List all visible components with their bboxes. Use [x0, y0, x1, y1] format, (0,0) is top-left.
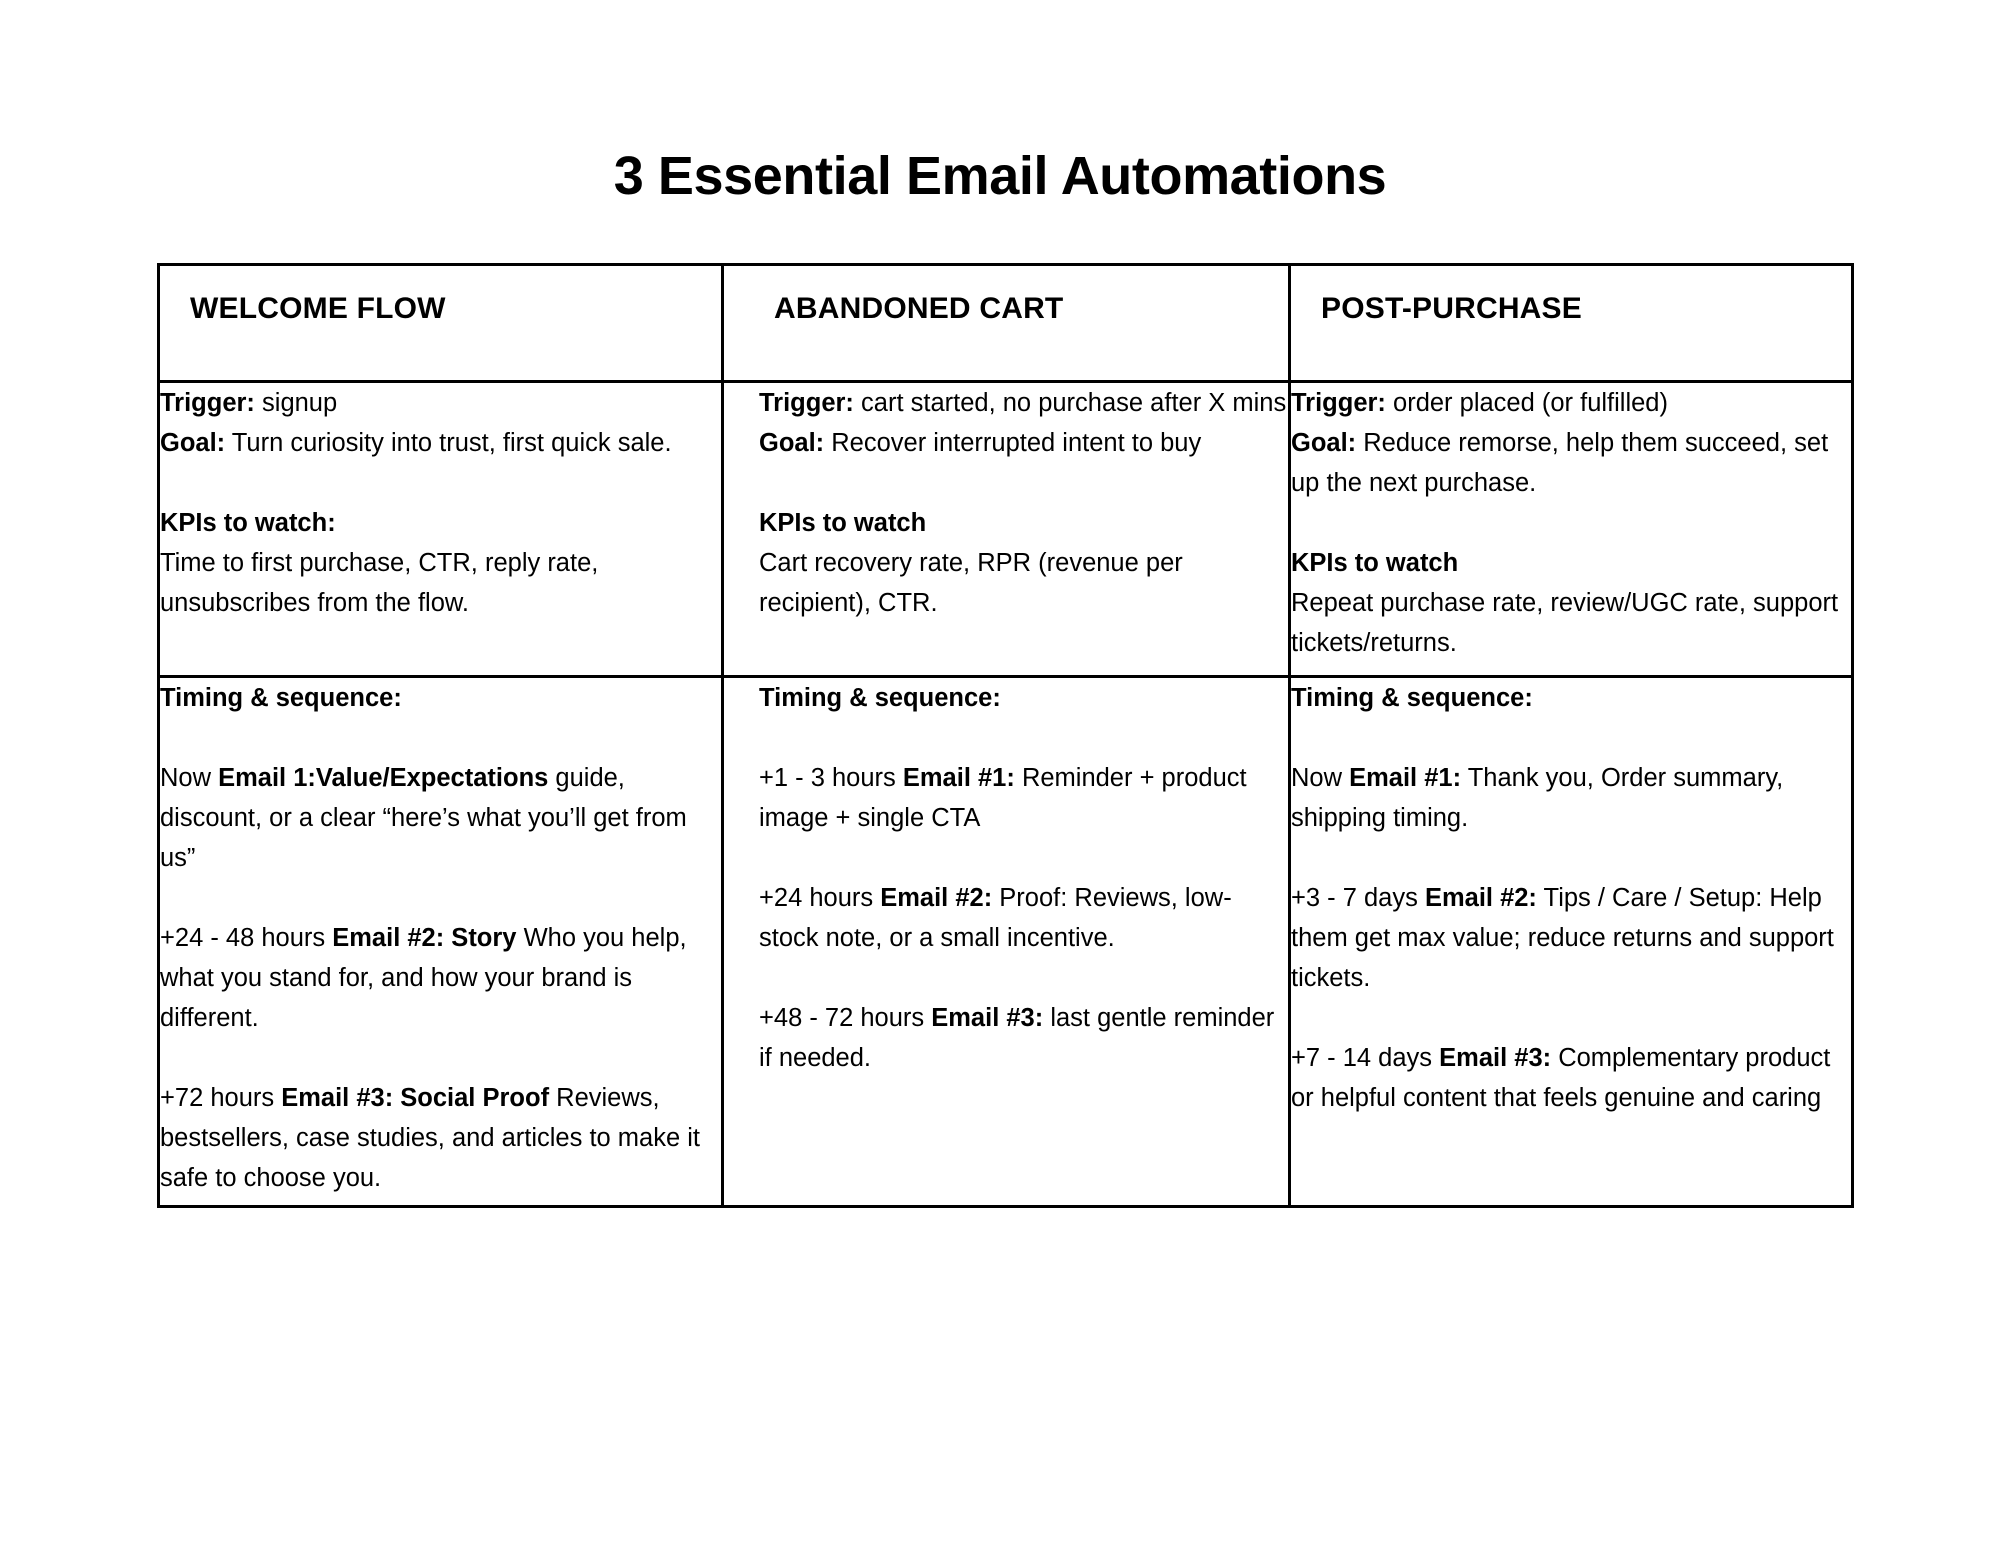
kpi-text: Time to first purchase, CTR, reply rate,… — [160, 549, 599, 617]
timing-step: +3 - 7 days Email #2: Tips / Care / Setu… — [1291, 878, 1851, 998]
timing-heading: Timing & sequence: — [160, 678, 721, 718]
bold-run: Email #1: — [1349, 764, 1462, 792]
text-run: Thank you, Order summary, shipping timin… — [1291, 764, 1784, 832]
text-run: Recover interrupted intent to buy — [824, 429, 1202, 457]
timing-heading: Timing & sequence: — [759, 678, 1288, 718]
timing-heading-text: Timing & sequence: — [759, 684, 1001, 712]
kpi-heading: KPIs to watch — [759, 503, 1288, 543]
bold-run: Trigger: — [1291, 389, 1386, 417]
text-run: +7 - 14 days — [1291, 1044, 1440, 1072]
timing-steps: Now Email 1:Value/Expectations guide, di… — [160, 758, 721, 1198]
text-run: Proof: Reviews, low-stock note, or a sma… — [759, 884, 1232, 952]
timing-cell-post-purchase: Timing & sequence: Now Email #1: Thank y… — [1288, 675, 1854, 1208]
text-line: Trigger: signup — [160, 383, 721, 423]
bold-run: Goal: — [759, 429, 825, 457]
bold-run: Goal: — [160, 429, 226, 457]
text-run: Tips / Care / Setup: Help them get max v… — [1291, 884, 1834, 992]
timing-heading-text: Timing & sequence: — [1291, 684, 1533, 712]
bold-run: Goal: — [1291, 429, 1357, 457]
timing-step: +72 hours Email #3: Social Proof Reviews… — [160, 1078, 721, 1198]
column-header-label: ABANDONED CART — [774, 292, 1064, 325]
text-line: Goal: Turn curiosity into trust, first q… — [160, 423, 721, 463]
text-run: Turn curiosity into trust, first quick s… — [225, 429, 672, 457]
text-run: Complementary product or helpful content… — [1291, 1044, 1831, 1112]
text-run: Reminder + product image + single CTA — [759, 764, 1247, 832]
text-run: guide, discount, or a clear “here’s what… — [160, 764, 687, 872]
text-run: Now — [160, 764, 219, 792]
text-run: Reviews, bestsellers, case studies, and … — [160, 1084, 700, 1192]
timing-step: +1 - 3 hours Email #1: Reminder + produc… — [759, 758, 1288, 838]
timing-steps: Now Email #1: Thank you, Order summary, … — [1291, 758, 1851, 1118]
text-run: Reduce remorse, help them succeed, set u… — [1291, 429, 1829, 497]
page-title: 3 Essential Email Automations — [613, 146, 1387, 206]
timing-cell-welcome-flow: Timing & sequence: Now Email 1:Value/Exp… — [157, 675, 724, 1208]
text-run: order placed (or fulfilled) — [1385, 389, 1668, 417]
text-run: last gentle reminder if needed. — [759, 1004, 1275, 1072]
table-timing-row: Timing & sequence: Now Email 1:Value/Exp… — [157, 675, 1854, 1208]
timing-step: +7 - 14 days Email #3: Complementary pro… — [1291, 1038, 1851, 1118]
kpi-heading: KPIs to watch — [1291, 543, 1851, 583]
text-line: Trigger: order placed (or fulfilled) — [1291, 383, 1851, 423]
text-run: Who you help, what you stand for, and ho… — [160, 924, 687, 1032]
text-line: Goal: Reduce remorse, help them succeed,… — [1291, 423, 1851, 503]
bold-run: Email #2: Story — [332, 924, 517, 952]
bold-run: Email 1:Value/Expectations — [218, 764, 549, 792]
header-cell-post-purchase: POST-PURCHASE — [1288, 263, 1854, 383]
bold-run: Email #3: — [1439, 1044, 1552, 1072]
overview-cell-abandoned-cart: Trigger: cart started, no purchase after… — [721, 380, 1291, 678]
kpi-heading-text: KPIs to watch — [1291, 549, 1459, 577]
kpi-text: Repeat purchase rate, review/UGC rate, s… — [1291, 589, 1839, 657]
text-run: +48 - 72 hours — [759, 1004, 932, 1032]
timing-steps: +1 - 3 hours Email #1: Reminder + produc… — [759, 758, 1288, 1078]
bold-run: Trigger: — [160, 389, 255, 417]
text-line: Trigger: cart started, no purchase after… — [759, 383, 1288, 423]
text-run: +72 hours — [160, 1084, 282, 1112]
text-run: +3 - 7 days — [1291, 884, 1425, 912]
overview-block: Trigger: cart started, no purchase after… — [759, 383, 1288, 463]
overview-block: Trigger: order placed (or fulfilled)Goal… — [1291, 383, 1851, 503]
timing-step: +48 - 72 hours Email #3: last gentle rem… — [759, 998, 1288, 1078]
text-run: Now — [1291, 764, 1350, 792]
header-cell-abandoned-cart: ABANDONED CART — [721, 263, 1291, 383]
table-header-row: WELCOME FLOW ABANDONED CART POST-PURCHAS… — [157, 263, 1854, 383]
timing-step: +24 - 48 hours Email #2: Story Who you h… — [160, 918, 721, 1038]
text-run: +24 - 48 hours — [160, 924, 333, 952]
bold-run: Email #2: — [1424, 884, 1537, 912]
text-run: signup — [254, 389, 338, 417]
timing-step: Now Email 1:Value/Expectations guide, di… — [160, 758, 721, 878]
bold-run: Email #3: Social Proof — [281, 1084, 550, 1112]
kpi-heading-text: KPIs to watch: — [160, 509, 336, 537]
overview-cell-post-purchase: Trigger: order placed (or fulfilled)Goal… — [1288, 380, 1854, 678]
column-header-label: POST-PURCHASE — [1321, 292, 1582, 325]
text-run: cart started, no purchase after X mins — [853, 389, 1287, 417]
column-header-label: WELCOME FLOW — [190, 292, 446, 325]
kpi-heading: KPIs to watch: — [160, 503, 721, 543]
bold-run: Email #3: — [931, 1004, 1044, 1032]
kpi-text: Cart recovery rate, RPR (revenue per rec… — [759, 549, 1183, 617]
text-run: +1 - 3 hours — [759, 764, 903, 792]
timing-step: Now Email #1: Thank you, Order summary, … — [1291, 758, 1851, 838]
header-cell-welcome-flow: WELCOME FLOW — [157, 263, 724, 383]
timing-heading: Timing & sequence: — [1291, 678, 1851, 718]
kpi-heading-text: KPIs to watch — [759, 509, 927, 537]
automations-table: WELCOME FLOW ABANDONED CART POST-PURCHAS… — [157, 263, 1854, 1208]
text-run: +24 hours — [759, 884, 881, 912]
bold-run: Email #1: — [902, 764, 1015, 792]
bold-run: Email #2: — [880, 884, 993, 912]
timing-heading-text: Timing & sequence: — [160, 684, 402, 712]
text-line: Goal: Recover interrupted intent to buy — [759, 423, 1288, 463]
bold-run: Trigger: — [759, 389, 854, 417]
timing-step: +24 hours Email #2: Proof: Reviews, low-… — [759, 878, 1288, 958]
timing-cell-abandoned-cart: Timing & sequence: +1 - 3 hours Email #1… — [721, 675, 1291, 1208]
